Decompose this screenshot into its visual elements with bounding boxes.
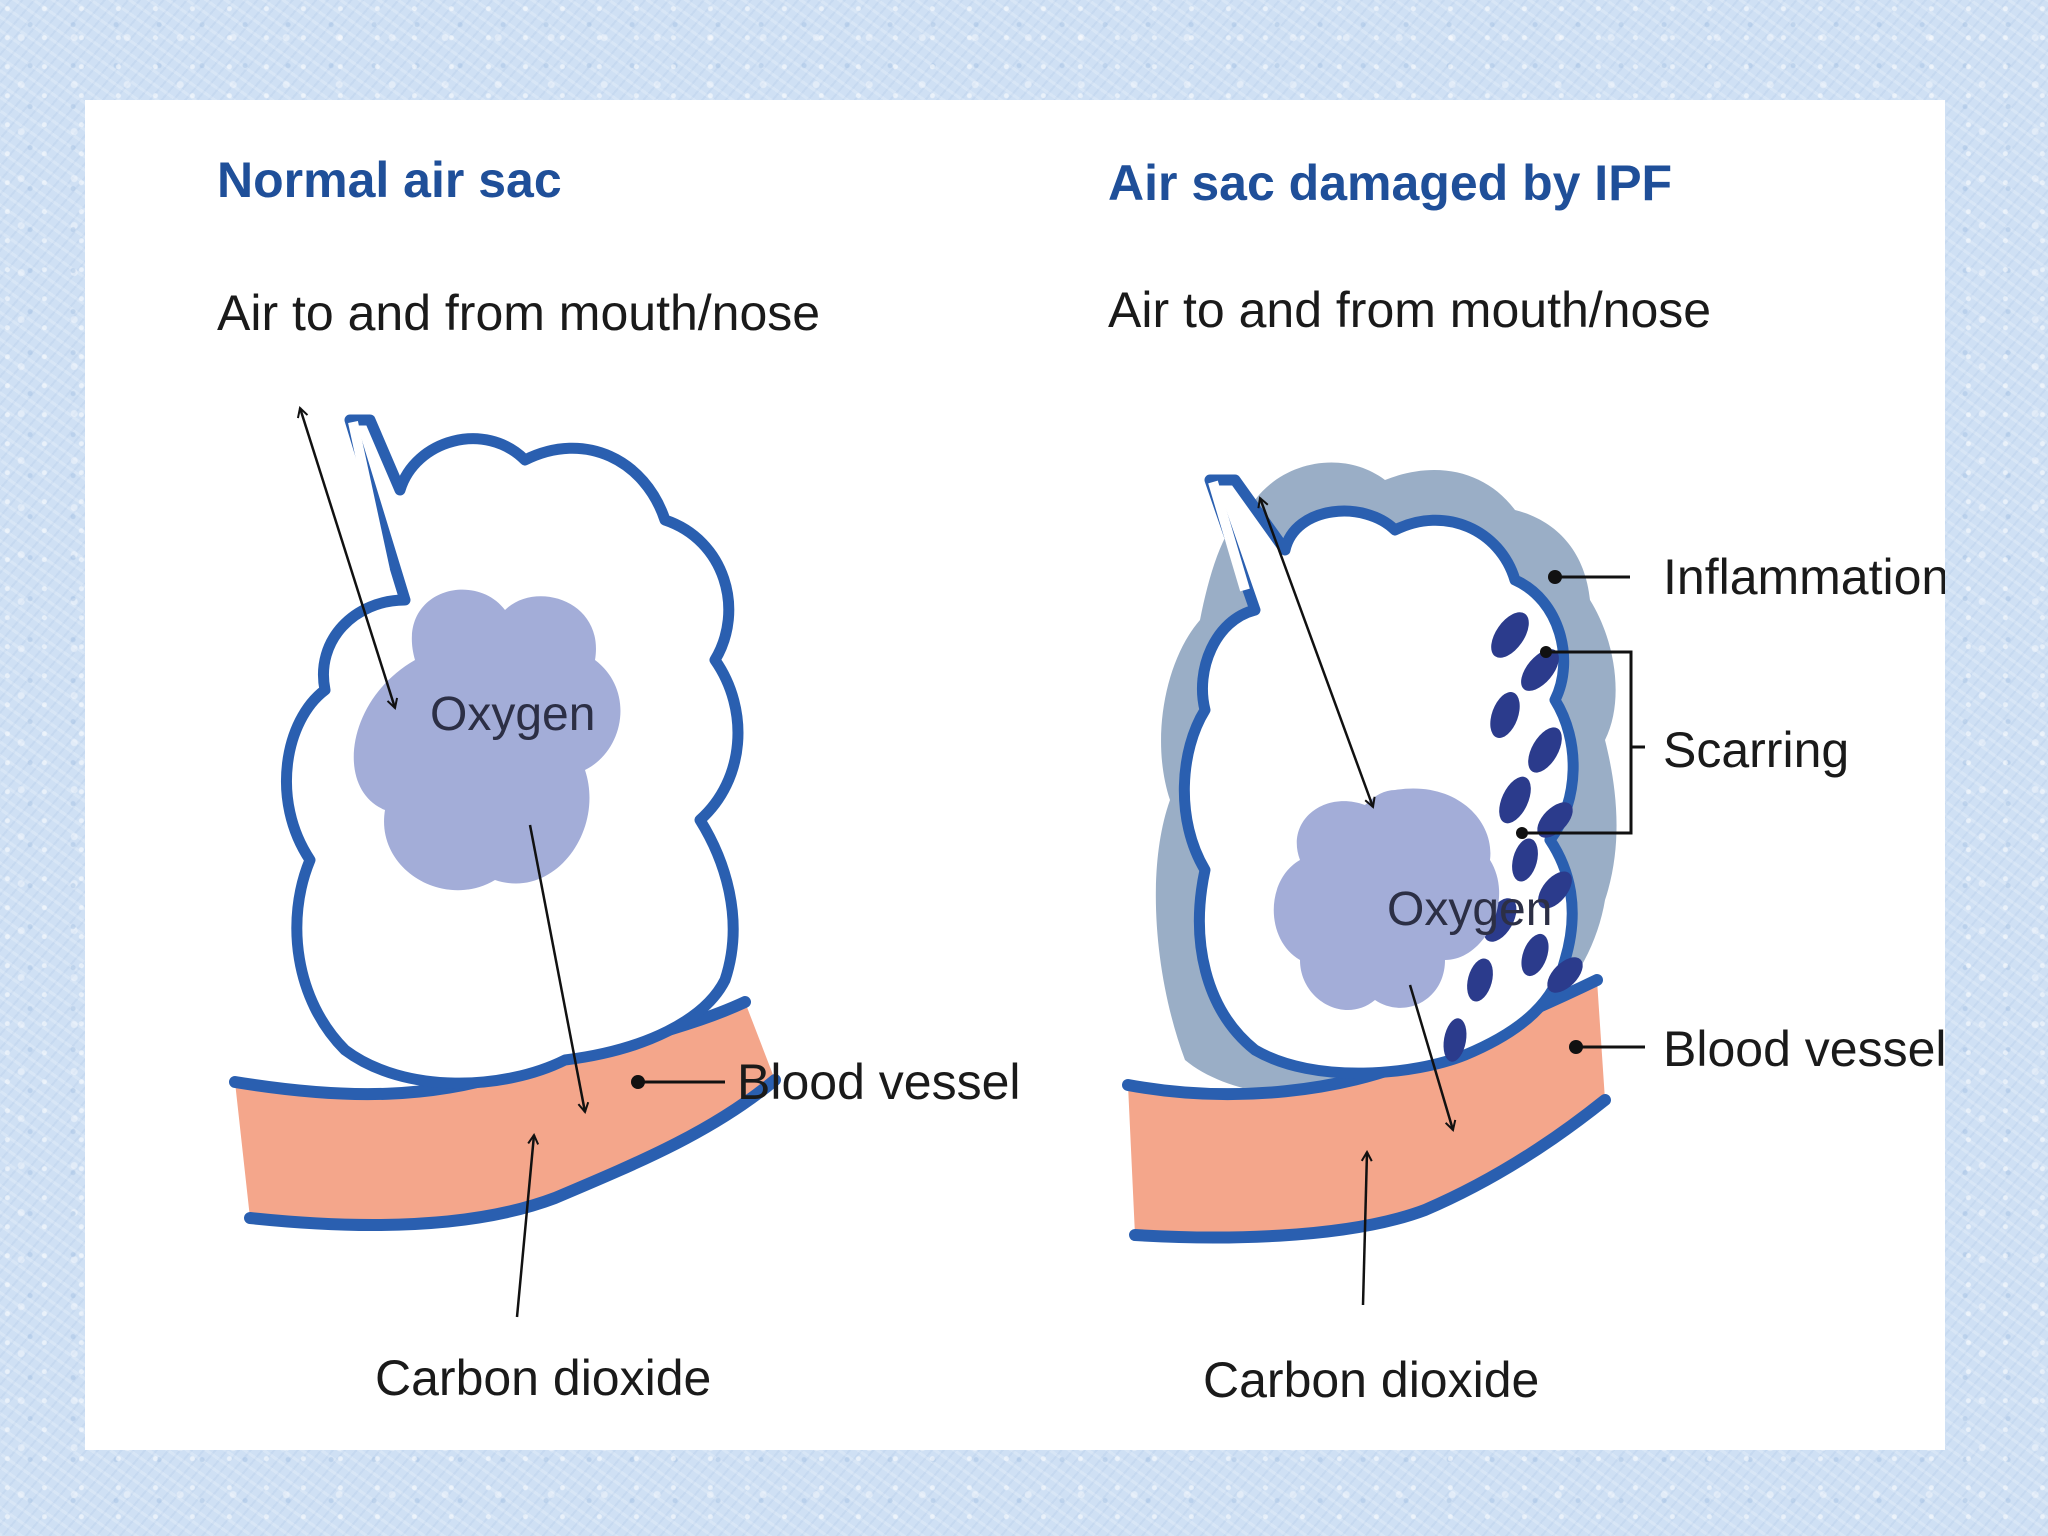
normal-title: Normal air sac bbox=[217, 152, 562, 208]
normal-blood-vessel bbox=[235, 1002, 775, 1226]
damaged-air-sac-panel: Air sac damaged by IPF Air to and from m… bbox=[1108, 155, 1945, 1408]
scarring-label: Scarring bbox=[1663, 722, 1849, 778]
normal-air-arrow bbox=[300, 408, 395, 708]
damaged-oxygen-cloud bbox=[1273, 788, 1500, 1011]
normal-blood-vessel-label: Blood vessel bbox=[737, 1054, 1021, 1110]
damaged-co2-label: Carbon dioxide bbox=[1203, 1352, 1539, 1408]
damaged-co2-arrow bbox=[1363, 1152, 1367, 1306]
damaged-blood-vessel-label: Blood vessel bbox=[1663, 1021, 1945, 1077]
normal-air-sac-panel: Normal air sac Air to and from mouth/nos… bbox=[217, 152, 1021, 1406]
normal-co2-label: Carbon dioxide bbox=[375, 1350, 711, 1406]
inflammation-label: Inflammation bbox=[1663, 549, 1945, 605]
damaged-title: Air sac damaged by IPF bbox=[1108, 155, 1672, 211]
normal-oxygen-cloud bbox=[353, 589, 621, 891]
normal-co2-arrow bbox=[515, 1135, 534, 1318]
normal-air-label: Air to and from mouth/nose bbox=[217, 285, 820, 341]
scarring-bracket bbox=[1516, 646, 1645, 839]
slide-panel: Normal air sac Air to and from mouth/nos… bbox=[85, 100, 1945, 1450]
normal-oxygen-arrow bbox=[528, 824, 585, 1112]
scarring-cells bbox=[1443, 612, 1583, 1062]
damaged-air-arrow bbox=[1260, 498, 1373, 807]
normal-oxygen-label: Oxygen bbox=[430, 688, 595, 741]
damaged-oxygen-label: Oxygen bbox=[1387, 883, 1552, 936]
damaged-oxygen-arrow bbox=[1408, 984, 1453, 1130]
damaged-air-label: Air to and from mouth/nose bbox=[1108, 282, 1711, 338]
air-sac-diagram: Normal air sac Air to and from mouth/nos… bbox=[217, 152, 1945, 1408]
